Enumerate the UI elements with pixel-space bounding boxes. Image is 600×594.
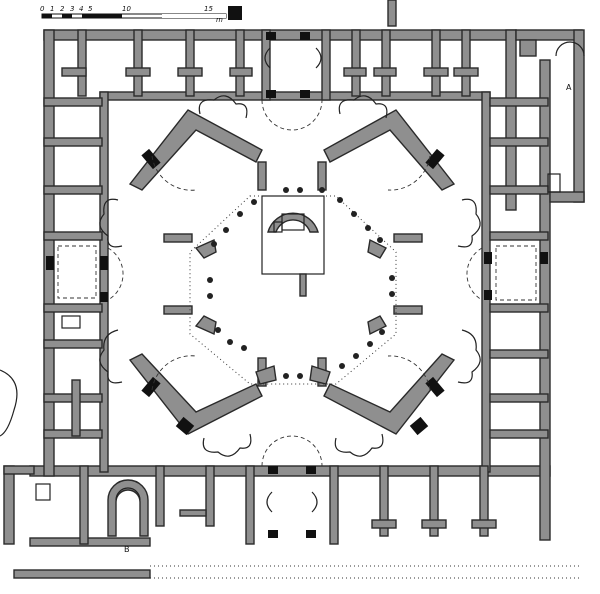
room-label-a: A [566, 83, 572, 92]
scale-tick-3: 3 [70, 5, 74, 13]
central-octagon [99, 95, 483, 467]
scale-tick-15: 15 [204, 5, 213, 13]
room-label-b: B [124, 545, 130, 554]
scale-tick-10: 10 [122, 5, 131, 13]
foundation-line [13, 565, 580, 579]
wall-fragment [387, 0, 397, 27]
right-room-column: A [484, 39, 585, 439]
scale-unit: m [216, 16, 223, 24]
scale-tick-5: 5 [88, 5, 93, 13]
colonnade-columns [207, 187, 395, 379]
top-room-row [61, 29, 479, 101]
scale-tick-0: 0 [40, 5, 45, 13]
bottom-room-row: B [35, 465, 497, 554]
central-apse [261, 195, 325, 297]
site-contour [0, 369, 18, 437]
scale-tick-2: 2 [60, 5, 65, 13]
outer-walls [3, 29, 585, 547]
scale-tick-4: 4 [79, 5, 83, 13]
left-room-column [43, 97, 108, 439]
scale-tick-1: 1 [50, 5, 54, 13]
scale-bar: 0 1 2 3 4 5 10 15 m [40, 5, 242, 24]
